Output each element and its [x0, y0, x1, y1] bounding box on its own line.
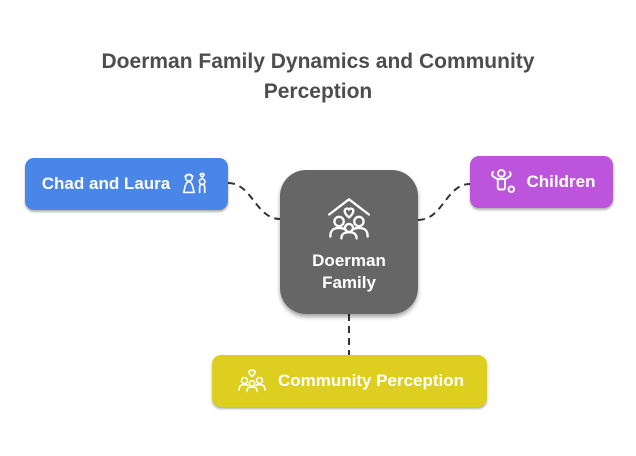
connector-chad-laura-to-family	[227, 182, 281, 220]
node-doerman-family-label: Doerman Family	[312, 251, 386, 292]
family-house-icon	[321, 190, 377, 246]
node-doerman-family[interactable]: Doerman Family	[280, 170, 418, 314]
child-icon	[488, 167, 518, 197]
node-children[interactable]: Children	[470, 156, 613, 208]
community-heart-icon	[235, 366, 269, 396]
node-community-perception[interactable]: Community Perception	[212, 355, 487, 407]
node-chad-and-laura-label: Chad and Laura	[41, 174, 171, 193]
node-community-perception-label: Community Perception	[277, 371, 465, 390]
diagram-title: Doerman Family Dynamics and Community Pe…	[101, 50, 535, 103]
connector-family-to-children	[417, 183, 471, 221]
node-children-label: Children	[526, 172, 596, 191]
node-chad-and-laura[interactable]: Chad and Laura	[25, 158, 228, 210]
wedding-couple-icon	[179, 169, 211, 199]
